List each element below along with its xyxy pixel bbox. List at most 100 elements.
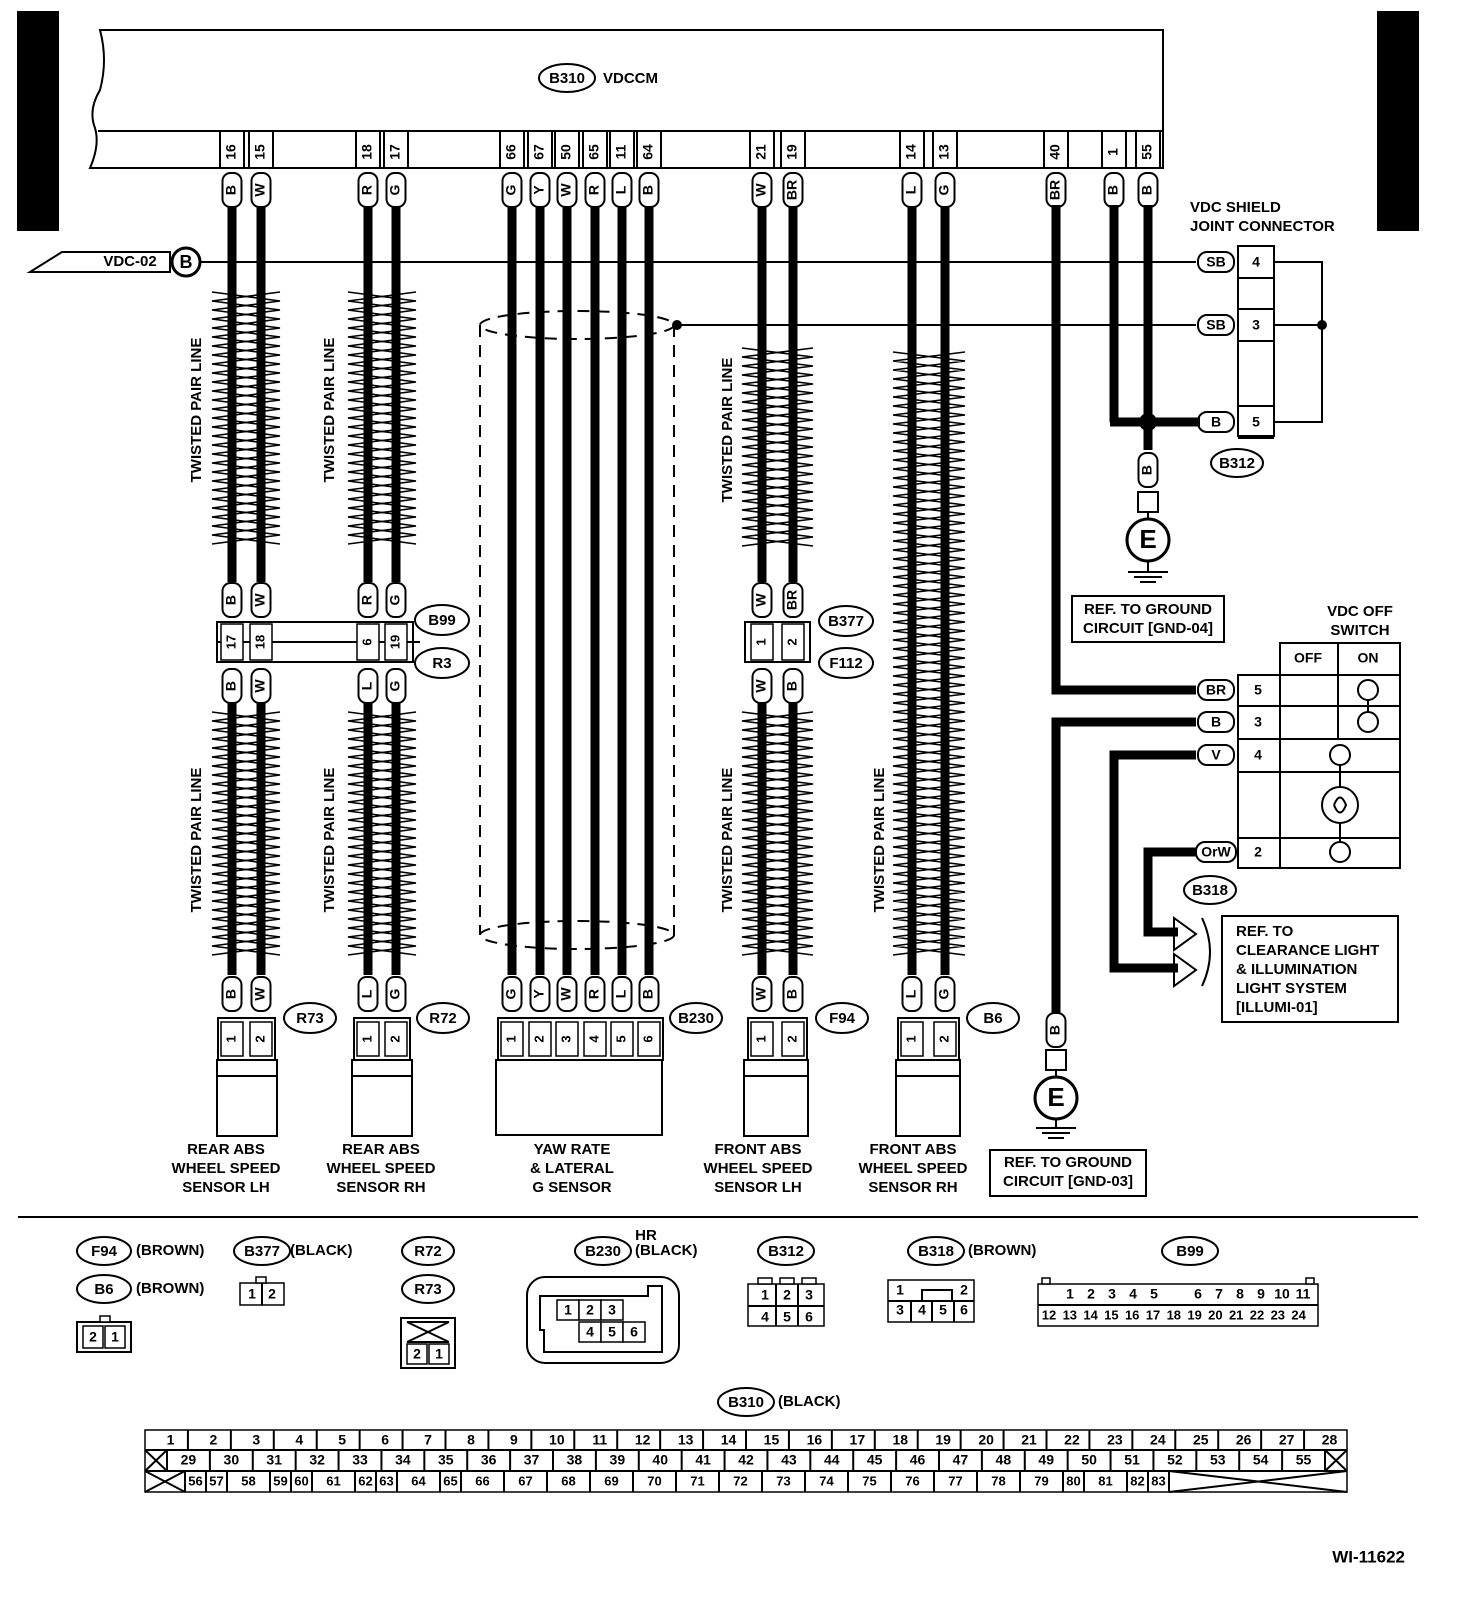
b310-pin-8: 8 <box>467 1432 475 1448</box>
b310-pin-80: 80 <box>1066 1473 1080 1488</box>
legend-b318-pin-4: 4 <box>918 1302 926 1318</box>
twisted-pair-label-3: TWISTED PAIR LINE <box>188 768 205 913</box>
vdccm-code-badge-oval <box>538 63 596 93</box>
vdccm-pin-color-66-text: G <box>503 184 519 195</box>
twisted-pair-label-0: TWISTED PAIR LINE <box>188 338 205 483</box>
legend-b230-badge-oval <box>574 1236 632 1266</box>
b310-pin-60: 60 <box>294 1473 308 1488</box>
legend-b99-pin-14: 14 <box>1083 1307 1098 1322</box>
legend-b99-badge-oval <box>1161 1236 1219 1266</box>
page-tab-left-label: VDC-04 <box>21 74 51 167</box>
sensor-F94-name-2: SENSOR LH <box>714 1179 802 1196</box>
b99-wire-color-1-text: W <box>252 593 268 607</box>
vdccm-pin-color-14-text: L <box>903 185 919 194</box>
legend-b312-pin-2: 2 <box>783 1287 791 1303</box>
illum-ref-box <box>1221 915 1399 1023</box>
sensor-B6-code-badge-oval <box>966 1002 1020 1034</box>
b310-pin-55: 55 <box>1296 1452 1312 1468</box>
sensor-B230-code-badge: B230 <box>678 1010 714 1027</box>
b310-pin-57: 57 <box>209 1473 223 1488</box>
b310-pin-74: 74 <box>819 1473 834 1488</box>
b310-pin-14: 14 <box>721 1432 737 1448</box>
b310-pin-48: 48 <box>996 1452 1012 1468</box>
legend-b312-key-2 <box>801 1277 817 1285</box>
sensor-R72-body <box>351 1075 413 1137</box>
gnd03-ref-line-1: CIRCUIT [GND-03] <box>1003 1173 1133 1190</box>
sensor-R72-pin-1: 1 <box>359 1035 374 1042</box>
sensor-F94-code-badge-oval <box>815 1002 869 1034</box>
legend-b99-pin-21: 21 <box>1229 1307 1243 1322</box>
vdccm-pin-color-21: W <box>751 172 773 208</box>
legend-b99-pin-24: 24 <box>1291 1307 1306 1322</box>
sensor-B230-wire-4-text: L <box>613 989 629 998</box>
vdccm-pin-color-40-text: BR <box>1047 180 1063 200</box>
sensor-R72-wire-1-text: G <box>387 988 403 999</box>
b310-pin-81: 81 <box>1098 1473 1112 1488</box>
offpage-vdc02-arrow <box>26 251 171 273</box>
vdccm-module-outline <box>88 29 1164 169</box>
legend-b318-key <box>921 1289 953 1301</box>
shield-jc-pin-3: 3 <box>1252 317 1260 333</box>
b99-code-badge-oval <box>414 604 470 636</box>
vdc-switch-pin-2: 2 <box>1254 844 1262 860</box>
sensor-R72-name-1: WHEEL SPEED <box>327 1160 436 1177</box>
b310-pin-39: 39 <box>610 1452 626 1468</box>
sensor-B230-name-1: & LATERAL <box>530 1160 614 1177</box>
sensor-B230-pin-1: 1 <box>503 1035 518 1042</box>
legend-b99-pin-23: 23 <box>1271 1307 1285 1322</box>
b310-pin-59: 59 <box>273 1473 287 1488</box>
legend-b99-key-l <box>1041 1277 1051 1285</box>
twist-rear-lh-upper <box>211 291 281 545</box>
legend-f94-color: (BROWN) <box>136 1242 204 1259</box>
vdccm-pin-color-65-text: R <box>586 185 602 195</box>
legend-b230-pin-2: 2 <box>586 1302 594 1318</box>
b310-pin-41: 41 <box>695 1452 711 1468</box>
sensor-B6-name-0: FRONT ABS <box>870 1141 957 1158</box>
ground-e-letter-top: E <box>1139 524 1156 554</box>
sensor-B6-pin-2: 2 <box>936 1035 951 1042</box>
b310-pin-64: 64 <box>411 1473 426 1488</box>
vdccm-pin-40: 40 <box>1047 144 1063 160</box>
vdccm-pin-color-11-text: L <box>613 185 629 194</box>
shield-jc-code-badge-oval <box>1210 448 1264 478</box>
b310-pin-27: 27 <box>1279 1432 1295 1448</box>
sensor-R72-name-2: SENSOR RH <box>336 1179 425 1196</box>
legend-b230-hr: HR <box>635 1227 657 1244</box>
vdc-switch-off-label: OFF <box>1294 650 1322 666</box>
sensor-B6-name-2: SENSOR RH <box>868 1179 957 1196</box>
b310-pin-34: 34 <box>395 1452 411 1468</box>
vdc-switch-on-label: ON <box>1358 650 1379 666</box>
sensor-R73-pin-1: 1 <box>223 1035 238 1042</box>
legend-b318-color: (BROWN) <box>968 1242 1036 1259</box>
twisted-pair-label-4: TWISTED PAIR LINE <box>321 768 338 913</box>
legend-r7x-pin-2: 2 <box>413 1346 421 1362</box>
b310-pin-69: 69 <box>604 1473 618 1488</box>
vdccm-name: VDCCM <box>603 70 658 87</box>
legend-b312-pin-6: 6 <box>805 1309 813 1325</box>
vdccm-pin-color-19: BR <box>782 172 804 208</box>
gnd04-ref-line-1: CIRCUIT [GND-04] <box>1083 620 1213 637</box>
vdccm-pin-color-67-text: Y <box>531 185 547 195</box>
vdccm-pin-color-55-text: B <box>1139 185 1155 195</box>
f112-wire-color-1-text: B <box>784 681 800 691</box>
wire-switch2-illum <box>1143 847 1196 937</box>
b310-pin-35: 35 <box>438 1452 454 1468</box>
sensor-R73-name-1: WHEEL SPEED <box>172 1160 281 1177</box>
vdccm-pin-color-55: B <box>1137 172 1159 208</box>
wire-pin40-switch <box>1051 205 1196 695</box>
b310-pin-38: 38 <box>567 1452 583 1468</box>
sensor-B230-pin-5: 5 <box>613 1035 628 1042</box>
twist-rear-lh-upper-b <box>211 291 281 545</box>
vdc-switch-wire-4-text: V <box>1211 747 1221 763</box>
legend-b99-pin-5: 5 <box>1150 1286 1158 1302</box>
sensor-B6-wire-1: G <box>934 976 956 1012</box>
legend-r72-badge: R72 <box>414 1243 442 1260</box>
illum-ref-line-0: REF. TO <box>1236 923 1294 940</box>
vdc-switch-wire-3-text: B <box>1211 714 1221 730</box>
shield-jc-title-1: JOINT CONNECTOR <box>1190 218 1335 235</box>
legend-b230-color: (BLACK) <box>635 1242 697 1259</box>
b310-pin-30: 30 <box>224 1452 240 1468</box>
legend-b99-pin-2: 2 <box>1087 1286 1095 1302</box>
b310-pin-22: 22 <box>1064 1432 1080 1448</box>
legend-b377-key <box>255 1276 267 1284</box>
